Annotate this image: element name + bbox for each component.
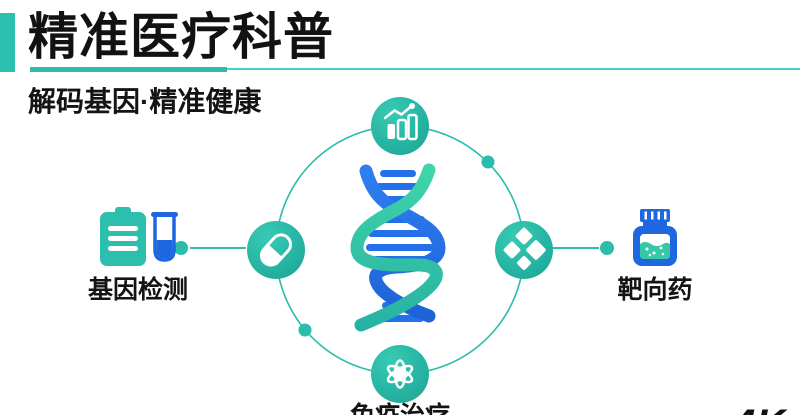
page-subtitle: 解码基因·精准健康 [28, 86, 262, 117]
capsule-pill-icon [259, 233, 293, 267]
label-targeted-drug: 靶向药 [617, 276, 693, 304]
atom-icon [386, 359, 414, 389]
dna-double-helix-icon [350, 163, 446, 332]
page-title: 精准医疗科普 [28, 9, 334, 65]
medicine-bottle-icon [630, 206, 680, 273]
label-immunotherapy: 免疫治疗 [320, 396, 480, 415]
node-atom [371, 345, 429, 403]
node-molecule [495, 221, 553, 279]
title-accent-bar [0, 13, 15, 72]
right-connector-dot [600, 241, 614, 255]
node-analytics [371, 97, 429, 155]
node-capsule [247, 221, 305, 279]
ring-dot-northeast [481, 155, 495, 169]
title-underline-thin [227, 68, 800, 70]
title-underline-thick [30, 67, 227, 72]
test-tube-icon [148, 206, 182, 271]
watermark-4k: 4K [733, 402, 786, 415]
label-gene-testing: 基因检测 [87, 276, 188, 304]
ring-dot-southwest [298, 323, 312, 337]
dna-green-strand [350, 163, 443, 332]
molecule-diamonds-icon [503, 227, 546, 270]
left-connector-dot [174, 241, 188, 255]
clipboard-report-icon [100, 207, 150, 274]
bar-chart-trend-icon [383, 103, 418, 141]
